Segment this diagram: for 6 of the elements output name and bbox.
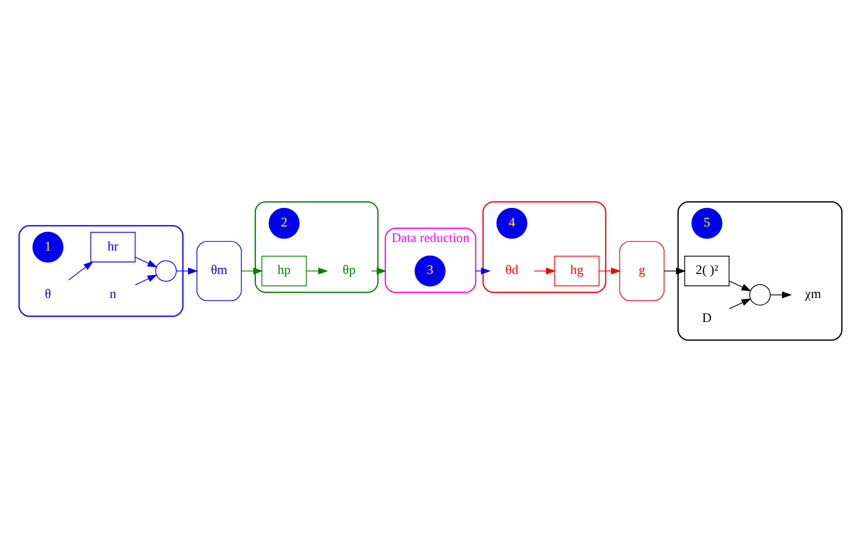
node-text: θd bbox=[505, 262, 518, 278]
node-text: θ bbox=[44, 286, 52, 301]
node-text: θp bbox=[342, 262, 356, 278]
node-text: n bbox=[110, 286, 116, 301]
node-text: χm bbox=[805, 286, 822, 301]
node-text: D bbox=[702, 310, 712, 325]
